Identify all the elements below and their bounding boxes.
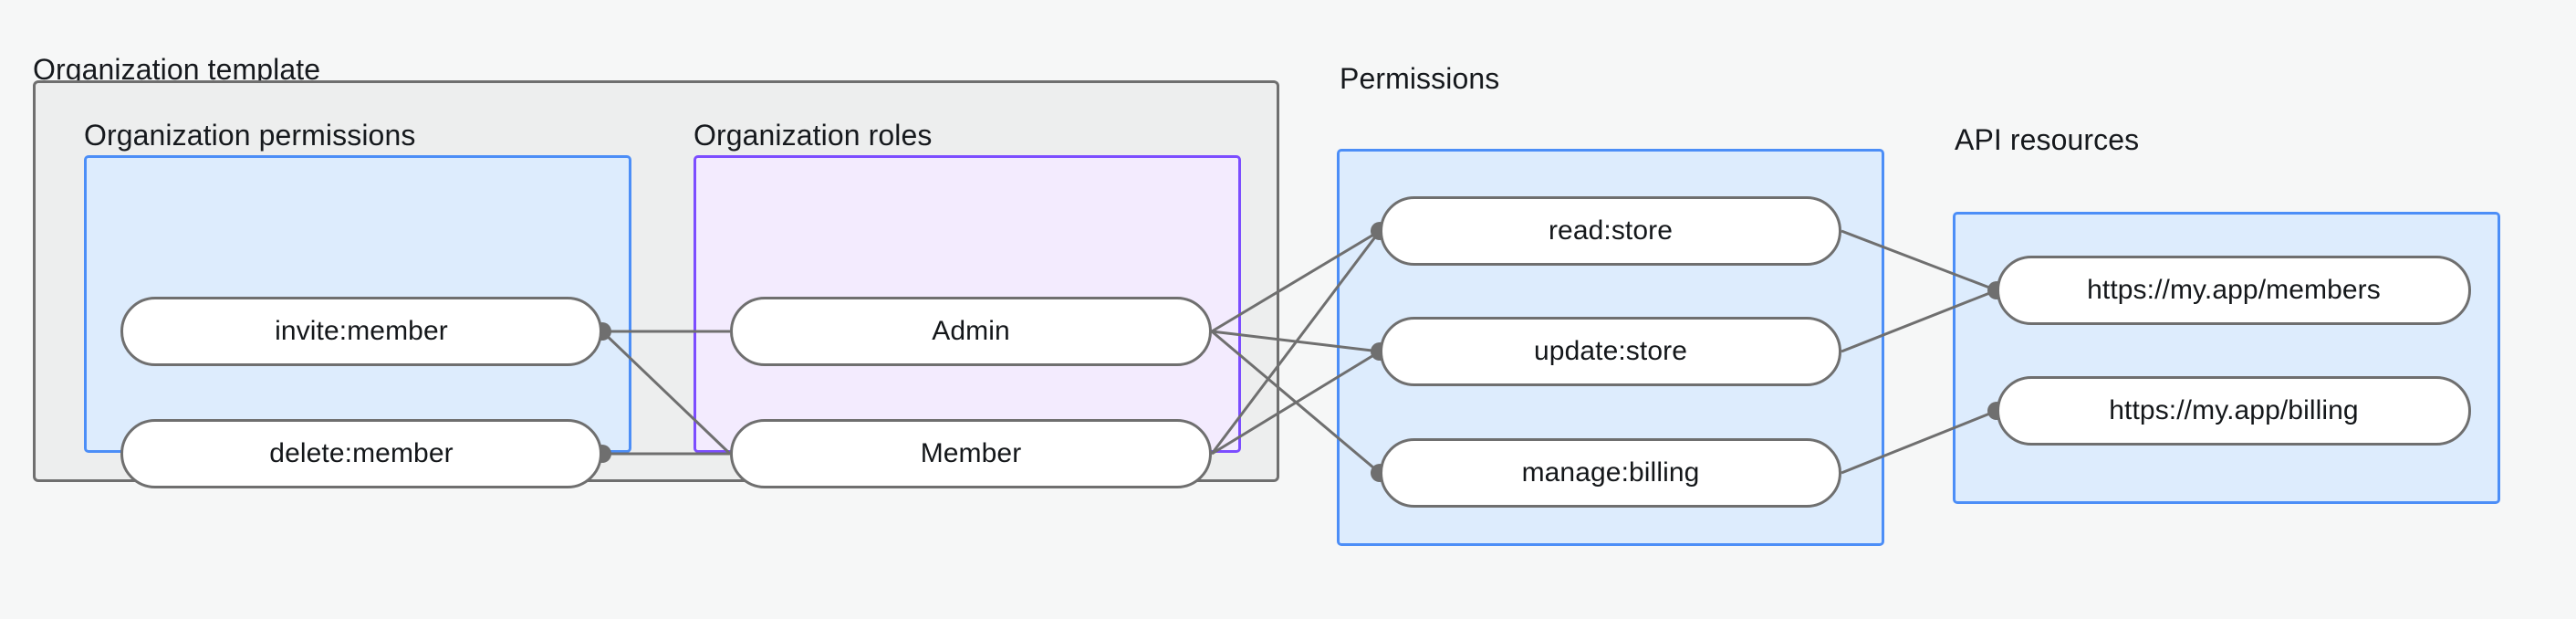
node-resource-billing[interactable]: https://my.app/billing xyxy=(1997,376,2471,446)
node-role-admin[interactable]: Admin xyxy=(730,297,1212,366)
api-resources-title: API resources xyxy=(1955,123,2140,156)
node-read-store[interactable]: read:store xyxy=(1380,196,1841,266)
node-invite-member[interactable]: invite:member xyxy=(120,297,602,366)
node-manage-billing[interactable]: manage:billing xyxy=(1380,438,1841,508)
permissions-title: Permissions xyxy=(1340,62,1500,95)
node-update-store[interactable]: update:store xyxy=(1380,317,1841,386)
node-delete-member[interactable]: delete:member xyxy=(120,419,602,488)
node-role-member[interactable]: Member xyxy=(730,419,1212,488)
organization-template-title: Organization template xyxy=(33,53,321,86)
node-resource-members[interactable]: https://my.app/members xyxy=(1997,256,2471,325)
organization-permissions-title: Organization permissions xyxy=(84,119,416,152)
organization-roles-title: Organization roles xyxy=(694,119,933,152)
